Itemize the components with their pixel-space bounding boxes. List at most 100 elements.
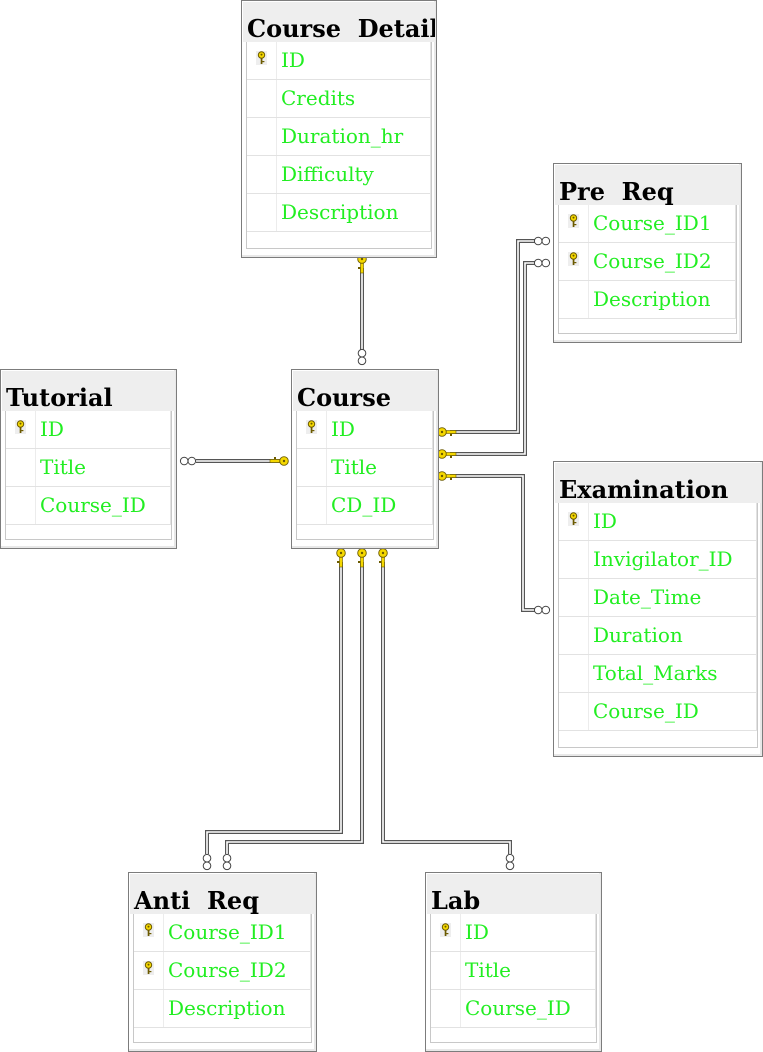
primary-key-icon bbox=[567, 251, 580, 266]
row-selector[interactable] bbox=[559, 243, 589, 280]
row-selector[interactable] bbox=[431, 914, 461, 951]
table-title: Anti Req bbox=[134, 886, 259, 914]
row-selector[interactable] bbox=[431, 990, 461, 1027]
relation-course-to-pre-req-2[interactable] bbox=[450, 261, 535, 456]
table-title: Examination bbox=[559, 475, 729, 503]
row-selector[interactable] bbox=[297, 487, 327, 524]
field-row-id[interactable]: ID bbox=[297, 411, 433, 449]
row-selector[interactable] bbox=[134, 952, 164, 989]
table-header[interactable]: Examination bbox=[555, 463, 761, 503]
row-selector[interactable] bbox=[559, 693, 589, 730]
field-row-duration-hr[interactable]: Duration_hr bbox=[247, 118, 431, 156]
field-row-credits[interactable]: Credits bbox=[247, 80, 431, 118]
field-row-invigilator-id[interactable]: Invigilator_ID bbox=[559, 541, 757, 579]
one-end-key-icon bbox=[437, 427, 457, 437]
field-name: Invigilator_ID bbox=[593, 547, 733, 571]
primary-key-icon bbox=[255, 50, 268, 65]
table-header[interactable]: Pre Req bbox=[555, 165, 740, 205]
field-row-total-marks[interactable]: Total_Marks bbox=[559, 655, 757, 693]
field-row-id[interactable]: ID bbox=[431, 914, 596, 952]
field-name: Title bbox=[40, 455, 87, 479]
field-row-course-id[interactable]: Course_ID bbox=[559, 693, 757, 731]
row-selector[interactable] bbox=[431, 952, 461, 989]
row-selector[interactable] bbox=[247, 194, 277, 231]
many-end-infinity-icon bbox=[222, 853, 232, 871]
row-selector[interactable] bbox=[6, 449, 36, 486]
field-row-course-id2[interactable]: Course_ID2 bbox=[134, 952, 311, 990]
row-selector[interactable] bbox=[247, 80, 277, 117]
row-selector[interactable] bbox=[247, 118, 277, 155]
row-selector[interactable] bbox=[297, 411, 327, 448]
field-name: Course_ID1 bbox=[168, 920, 287, 944]
relation-course-to-anti-req-2[interactable] bbox=[225, 562, 364, 854]
table-header[interactable]: Anti Req bbox=[130, 874, 315, 914]
row-selector[interactable] bbox=[6, 487, 36, 524]
row-selector[interactable] bbox=[559, 617, 589, 654]
field-row-title[interactable]: Title bbox=[431, 952, 596, 990]
field-row-title[interactable]: Title bbox=[297, 449, 433, 487]
field-row-cd-id[interactable]: CD_ID bbox=[297, 487, 433, 525]
row-selector[interactable] bbox=[559, 655, 589, 692]
table-title: Course Details bbox=[247, 14, 435, 42]
primary-key-icon bbox=[439, 922, 452, 937]
field-row-description[interactable]: Description bbox=[247, 194, 431, 232]
field-row-title[interactable]: Title bbox=[6, 449, 171, 487]
field-name: ID bbox=[331, 417, 355, 441]
many-end-infinity-icon bbox=[533, 605, 551, 615]
table-header[interactable]: Course Details bbox=[243, 2, 435, 42]
table-title: Pre Req bbox=[559, 177, 674, 205]
relation-course-to-pre-req-1[interactable] bbox=[450, 239, 535, 434]
field-row-description[interactable]: Description bbox=[559, 281, 736, 319]
field-row-course-id1[interactable]: Course_ID1 bbox=[559, 205, 736, 243]
one-end-key-icon bbox=[269, 456, 289, 466]
row-selector[interactable] bbox=[559, 281, 589, 318]
row-selector[interactable] bbox=[559, 541, 589, 578]
relation-course-to-anti-req-1[interactable] bbox=[205, 562, 343, 854]
field-row-date-time[interactable]: Date_Time bbox=[559, 579, 757, 617]
row-selector[interactable] bbox=[559, 503, 589, 540]
field-row-course-id[interactable]: Course_ID bbox=[6, 487, 171, 525]
field-name: Date_Time bbox=[593, 585, 702, 609]
field-row-duration[interactable]: Duration bbox=[559, 617, 757, 655]
relation-course-to-examination[interactable] bbox=[450, 474, 535, 612]
table-title: Tutorial bbox=[6, 383, 113, 411]
table-header[interactable]: Tutorial bbox=[2, 371, 175, 411]
field-row-description[interactable]: Description bbox=[134, 990, 311, 1028]
row-selector[interactable] bbox=[134, 990, 164, 1027]
field-name: Course_ID bbox=[465, 996, 571, 1020]
row-selector[interactable] bbox=[247, 156, 277, 193]
field-name: Course_ID2 bbox=[593, 249, 712, 273]
row-selector[interactable] bbox=[297, 449, 327, 486]
row-selector[interactable] bbox=[559, 205, 589, 242]
field-row-id[interactable]: ID bbox=[247, 42, 431, 80]
field-row-id[interactable]: ID bbox=[6, 411, 171, 449]
many-end-infinity-icon bbox=[202, 853, 212, 871]
row-selector[interactable] bbox=[134, 914, 164, 951]
field-row-course-id1[interactable]: Course_ID1 bbox=[134, 914, 311, 952]
relation-course-to-lab[interactable] bbox=[381, 562, 512, 854]
field-row-id[interactable]: ID bbox=[559, 503, 757, 541]
one-end-key-icon bbox=[357, 548, 367, 568]
field-row-course-id2[interactable]: Course_ID2 bbox=[559, 243, 736, 281]
row-selector[interactable] bbox=[559, 579, 589, 616]
row-selector[interactable] bbox=[6, 411, 36, 448]
field-row-course-id[interactable]: Course_ID bbox=[431, 990, 596, 1028]
field-name: Credits bbox=[281, 86, 356, 110]
table-header[interactable]: Course bbox=[293, 371, 437, 411]
field-row-difficulty[interactable]: Difficulty bbox=[247, 156, 431, 194]
table-header[interactable]: Lab bbox=[427, 874, 600, 914]
row-selector[interactable] bbox=[247, 42, 277, 79]
field-name: Title bbox=[465, 958, 512, 982]
